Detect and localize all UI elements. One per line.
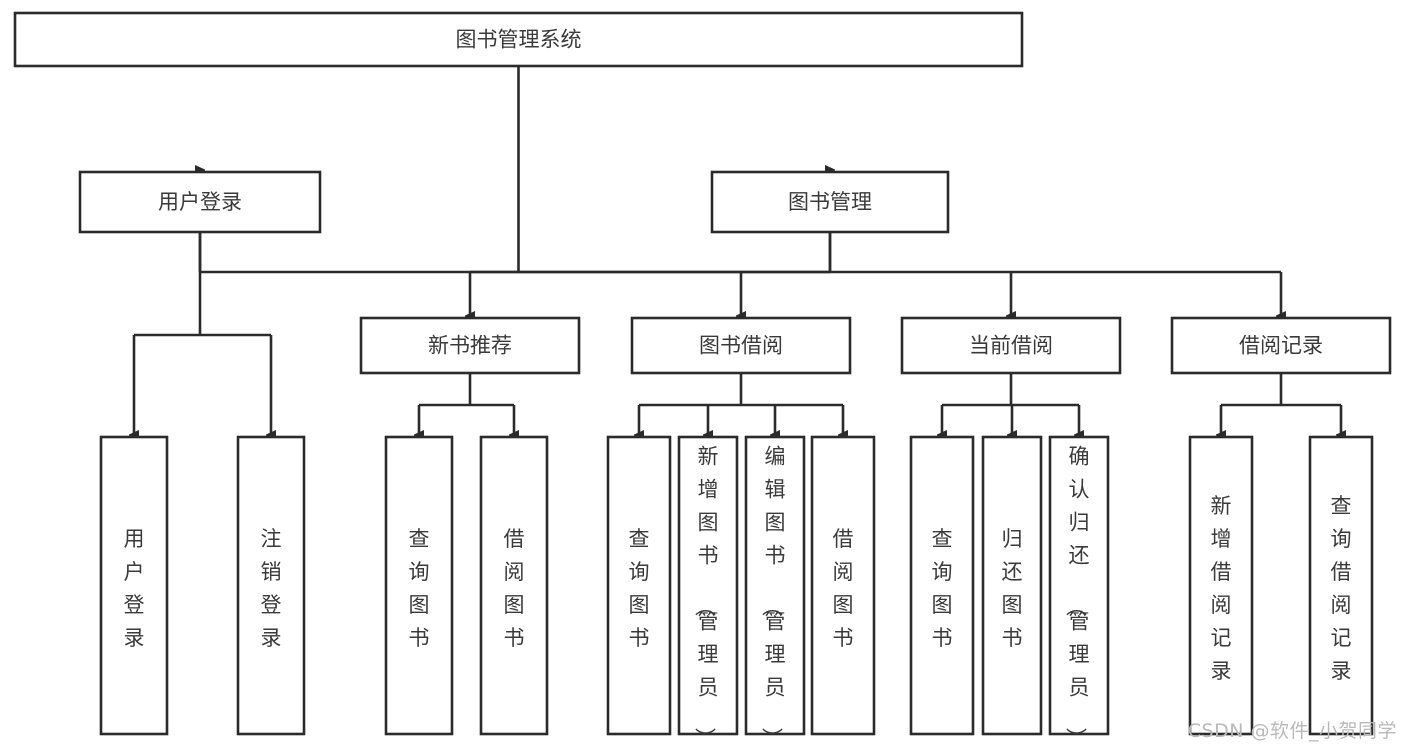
- node-book-manage[interactable]: 图书管理: [710, 170, 950, 234]
- node-current-borrow-box: [900, 316, 1122, 375]
- node-leaf-return-book-label: 归还图书: [1002, 527, 1023, 650]
- node-leaf-borrow-book-2-label: 借阅图书: [833, 527, 854, 650]
- node-current-borrow[interactable]: 当前借阅: [900, 316, 1122, 375]
- node-leaf-add-book-admin-box: [677, 435, 739, 736]
- nodes-layer: 图书管理系统用户登录图书管理新书推荐图书借阅当前借阅借阅记录用户登录注销登录查询…: [13, 11, 1392, 747]
- node-leaf-logout-login[interactable]: 注销登录: [236, 435, 306, 736]
- node-leaf-query-borrow-record[interactable]: 查询借阅记录: [1308, 435, 1374, 736]
- root-node-system-box: [13, 11, 1024, 68]
- watermark-text: CSDN @软件_小贺同学: [1187, 720, 1397, 742]
- node-leaf-query-book-3-label: 查询图书: [932, 527, 953, 650]
- node-leaf-edit-book-admin-label: 编辑图书（管理员）: [760, 444, 786, 747]
- node-leaf-query-book-1[interactable]: 查询图书: [384, 435, 454, 736]
- node-user-login-label: 用户登录: [158, 190, 242, 214]
- node-leaf-query-book-1-box: [384, 435, 454, 736]
- node-leaf-confirm-return-admin-label: 确认归还（管理员）: [1064, 444, 1090, 747]
- node-leaf-query-borrow-record-box: [1308, 435, 1374, 736]
- node-leaf-query-book-2[interactable]: 查询图书: [606, 435, 672, 736]
- node-new-book-recommend-box: [359, 316, 581, 375]
- node-leaf-add-book-admin-label: 新增图书（管理员）: [693, 444, 719, 747]
- root-node-system[interactable]: 图书管理系统: [13, 11, 1024, 68]
- node-user-login-box: [78, 170, 322, 234]
- node-leaf-query-book-3[interactable]: 查询图书: [909, 435, 975, 736]
- node-borrow-record-box: [1170, 316, 1392, 375]
- node-book-manage-box: [710, 170, 950, 234]
- node-leaf-add-borrow-record-label: 新增借阅记录: [1211, 494, 1232, 683]
- node-book-borrow[interactable]: 图书借阅: [630, 316, 852, 375]
- node-leaf-query-book-3-box: [909, 435, 975, 736]
- node-leaf-borrow-book-1-label: 借阅图书: [504, 527, 525, 650]
- node-book-manage-label: 图书管理: [788, 190, 872, 214]
- node-leaf-query-book-1-label: 查询图书: [409, 527, 430, 650]
- node-book-borrow-label: 图书借阅: [699, 334, 783, 358]
- node-leaf-borrow-book-1-box: [479, 435, 549, 736]
- connector-lines: [134, 66, 1341, 435]
- node-leaf-query-book-2-label: 查询图书: [629, 527, 650, 650]
- node-leaf-borrow-book-2[interactable]: 借阅图书: [810, 435, 876, 736]
- node-new-book-recommend[interactable]: 新书推荐: [359, 316, 581, 375]
- node-leaf-add-borrow-record-box: [1188, 435, 1254, 736]
- node-leaf-query-borrow-record-label: 查询借阅记录: [1331, 494, 1352, 683]
- node-leaf-add-book-admin[interactable]: 新增图书（管理员）: [677, 435, 739, 747]
- node-leaf-logout-login-label: 注销登录: [261, 527, 282, 650]
- node-leaf-return-book[interactable]: 归还图书: [981, 435, 1043, 736]
- node-leaf-query-book-2-box: [606, 435, 672, 736]
- node-leaf-add-borrow-record[interactable]: 新增借阅记录: [1188, 435, 1254, 736]
- node-user-login[interactable]: 用户登录: [78, 170, 322, 234]
- node-leaf-logout-login-box: [236, 435, 306, 736]
- node-leaf-return-book-box: [981, 435, 1043, 736]
- node-leaf-edit-book-admin[interactable]: 编辑图书（管理员）: [744, 435, 806, 747]
- node-borrow-record[interactable]: 借阅记录: [1170, 316, 1392, 375]
- node-leaf-borrow-book-1[interactable]: 借阅图书: [479, 435, 549, 736]
- node-leaf-user-login-box: [99, 435, 169, 736]
- root-node-system-label: 图书管理系统: [456, 28, 582, 52]
- node-new-book-recommend-label: 新书推荐: [428, 334, 512, 358]
- node-book-borrow-box: [630, 316, 852, 375]
- node-current-borrow-label: 当前借阅: [969, 334, 1053, 358]
- node-leaf-confirm-return-admin[interactable]: 确认归还（管理员）: [1048, 435, 1110, 747]
- node-borrow-record-label: 借阅记录: [1239, 334, 1323, 358]
- node-leaf-user-login[interactable]: 用户登录: [99, 435, 169, 736]
- node-leaf-user-login-label: 用户登录: [124, 527, 145, 650]
- node-leaf-edit-book-admin-box: [744, 435, 806, 736]
- node-leaf-confirm-return-admin-box: [1048, 435, 1110, 736]
- node-leaf-borrow-book-2-box: [810, 435, 876, 736]
